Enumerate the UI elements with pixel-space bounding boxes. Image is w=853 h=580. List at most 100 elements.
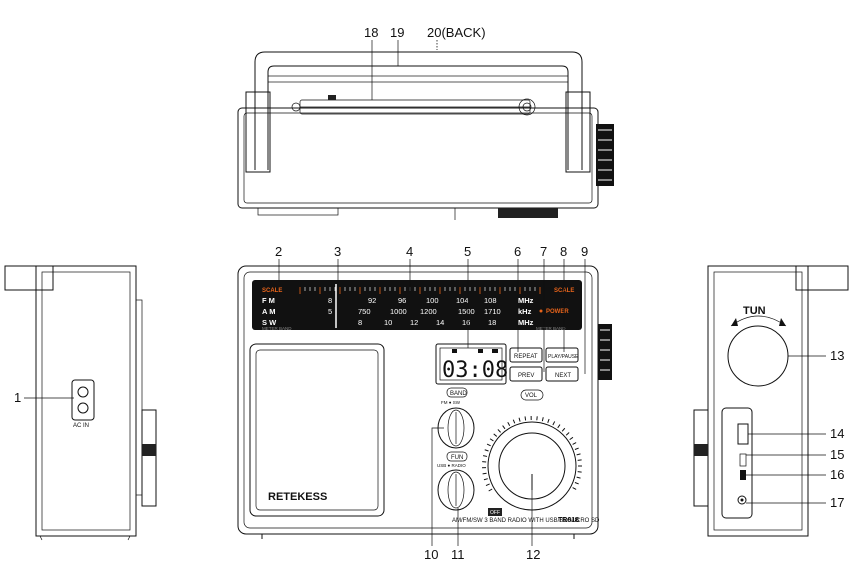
callout-11: 11: [451, 547, 465, 562]
sw-value: 10: [384, 318, 392, 327]
am-value: 1500: [458, 307, 475, 316]
callout-2: 2: [275, 244, 282, 259]
sw-value: 8: [358, 318, 362, 327]
model-description: AM/FM/SW 3 BAND RADIO WITH USB/SD/MICRO …: [452, 518, 600, 524]
volume-tick: [484, 449, 489, 452]
am-unit: kHz: [518, 307, 532, 316]
fm-value: 92: [368, 296, 376, 305]
volume-tick: [572, 442, 577, 445]
volume-tick: [489, 438, 494, 442]
ac-in-jack: AC IN: [71, 379, 95, 429]
front-view: SCALE SCALE F M A M S W 8 5 92 96 100 10…: [237, 244, 612, 562]
callout-20: 20(BACK): [427, 25, 486, 40]
callout-13: 13: [830, 348, 844, 363]
volume-tick: [565, 432, 570, 436]
tuning-knob-top: [596, 124, 614, 186]
callout-10: 10: [424, 547, 438, 562]
volume-tick: [493, 433, 498, 437]
fm-value: 96: [398, 296, 406, 305]
micro-sd-slot[interactable]: [740, 470, 746, 480]
headphone-jack[interactable]: [737, 495, 747, 505]
dial-ticks: [299, 287, 541, 294]
usb-port[interactable]: [737, 423, 749, 445]
fm-unit: MHz: [518, 296, 534, 305]
am-value: 1200: [420, 307, 437, 316]
speaker-grille: [249, 343, 385, 517]
volume-tick: [518, 417, 521, 422]
lcd-time: 03:08: [442, 358, 508, 383]
callout-7: 7: [540, 244, 547, 259]
band-selector-knob[interactable]: BAND FM ● SW: [437, 387, 475, 449]
volume-scale: [482, 415, 582, 492]
prev-button-label: PREV: [518, 373, 534, 379]
volume-tick: [486, 443, 491, 447]
volume-tick: [552, 421, 556, 426]
callout-19: 19: [390, 25, 404, 40]
function-selector-knob[interactable]: FUN USB ● RADIO: [437, 451, 475, 511]
play-pause-button[interactable]: PLAY/PAUSE: [545, 347, 579, 363]
fun-label: FUN: [451, 455, 463, 461]
band-options: FM ● SW: [441, 400, 461, 405]
volume-tick: [569, 436, 574, 441]
left-side-view: AC IN 1: [4, 265, 157, 541]
volume-tick: [507, 422, 511, 427]
volume-tick: [488, 488, 493, 492]
callout-3: 3: [334, 244, 341, 259]
antenna: [291, 95, 536, 116]
ports-panel: [721, 407, 753, 519]
callout-8: 8: [560, 244, 567, 259]
volume-tick: [574, 482, 579, 485]
scale-label-left: SCALE: [262, 288, 282, 294]
volume-tick: [483, 478, 488, 481]
volume-tick: [541, 417, 544, 422]
callout-5: 5: [464, 244, 471, 259]
volume-tick: [512, 419, 516, 424]
off-label: OFF: [490, 510, 500, 516]
tun-label: TUN: [743, 305, 766, 317]
am-value: 1000: [390, 307, 407, 316]
am-band-label: A M: [262, 307, 275, 316]
callout-4: 4: [406, 244, 413, 259]
right-side-view: TUN 13 14 15 16 17: [693, 265, 849, 537]
repeat-button-label: REPEAT: [514, 354, 538, 360]
volume-tick: [561, 427, 566, 432]
callout-6: 6: [514, 244, 521, 259]
tuning-dial-panel: SCALE SCALE F M A M S W 8 5 92 96 100 10…: [252, 280, 582, 330]
meter-band-right: METER BAND: [536, 326, 566, 331]
volume-tick: [485, 483, 490, 486]
tuning-knob[interactable]: TUN: [727, 305, 789, 387]
callout-14: 14: [830, 426, 844, 441]
band-label: BAND: [450, 391, 467, 397]
next-button[interactable]: NEXT: [545, 366, 579, 382]
volume-tick: [572, 487, 577, 490]
next-button-label: NEXT: [555, 373, 571, 379]
sd-card-slot[interactable]: [739, 453, 747, 467]
am-value: 750: [358, 307, 371, 316]
volume-tick: [576, 476, 581, 479]
fun-options: USB ● RADIO: [437, 463, 466, 468]
ac-in-label: AC IN: [73, 423, 89, 429]
fm-first-value: 8: [328, 296, 332, 305]
tuning-knob-edge: [598, 324, 612, 380]
sw-value: 14: [436, 318, 444, 327]
brand-logo: RETEKESS: [268, 491, 327, 503]
volume-tick: [502, 425, 506, 430]
volume-tick: [576, 453, 581, 456]
volume-tick: [524, 416, 527, 421]
fm-value: 108: [484, 296, 497, 305]
callout-9: 9: [581, 244, 588, 259]
volume-knob[interactable]: VOL OFF: [482, 389, 582, 516]
lcd-display: 03:08: [435, 343, 508, 385]
volume-tick: [574, 447, 579, 450]
fm-value: 100: [426, 296, 439, 305]
meter-band-left: METER BAND: [262, 326, 292, 331]
fm-band-label: F M: [262, 296, 275, 305]
fm-value: 104: [456, 296, 469, 305]
callout-1: 1: [14, 390, 21, 405]
power-label: POWER: [546, 309, 569, 315]
repeat-button[interactable]: REPEAT: [509, 347, 543, 363]
model-number: TR618: [558, 517, 579, 524]
callout-17: 17: [830, 495, 844, 510]
prev-button[interactable]: PREV: [509, 366, 543, 382]
